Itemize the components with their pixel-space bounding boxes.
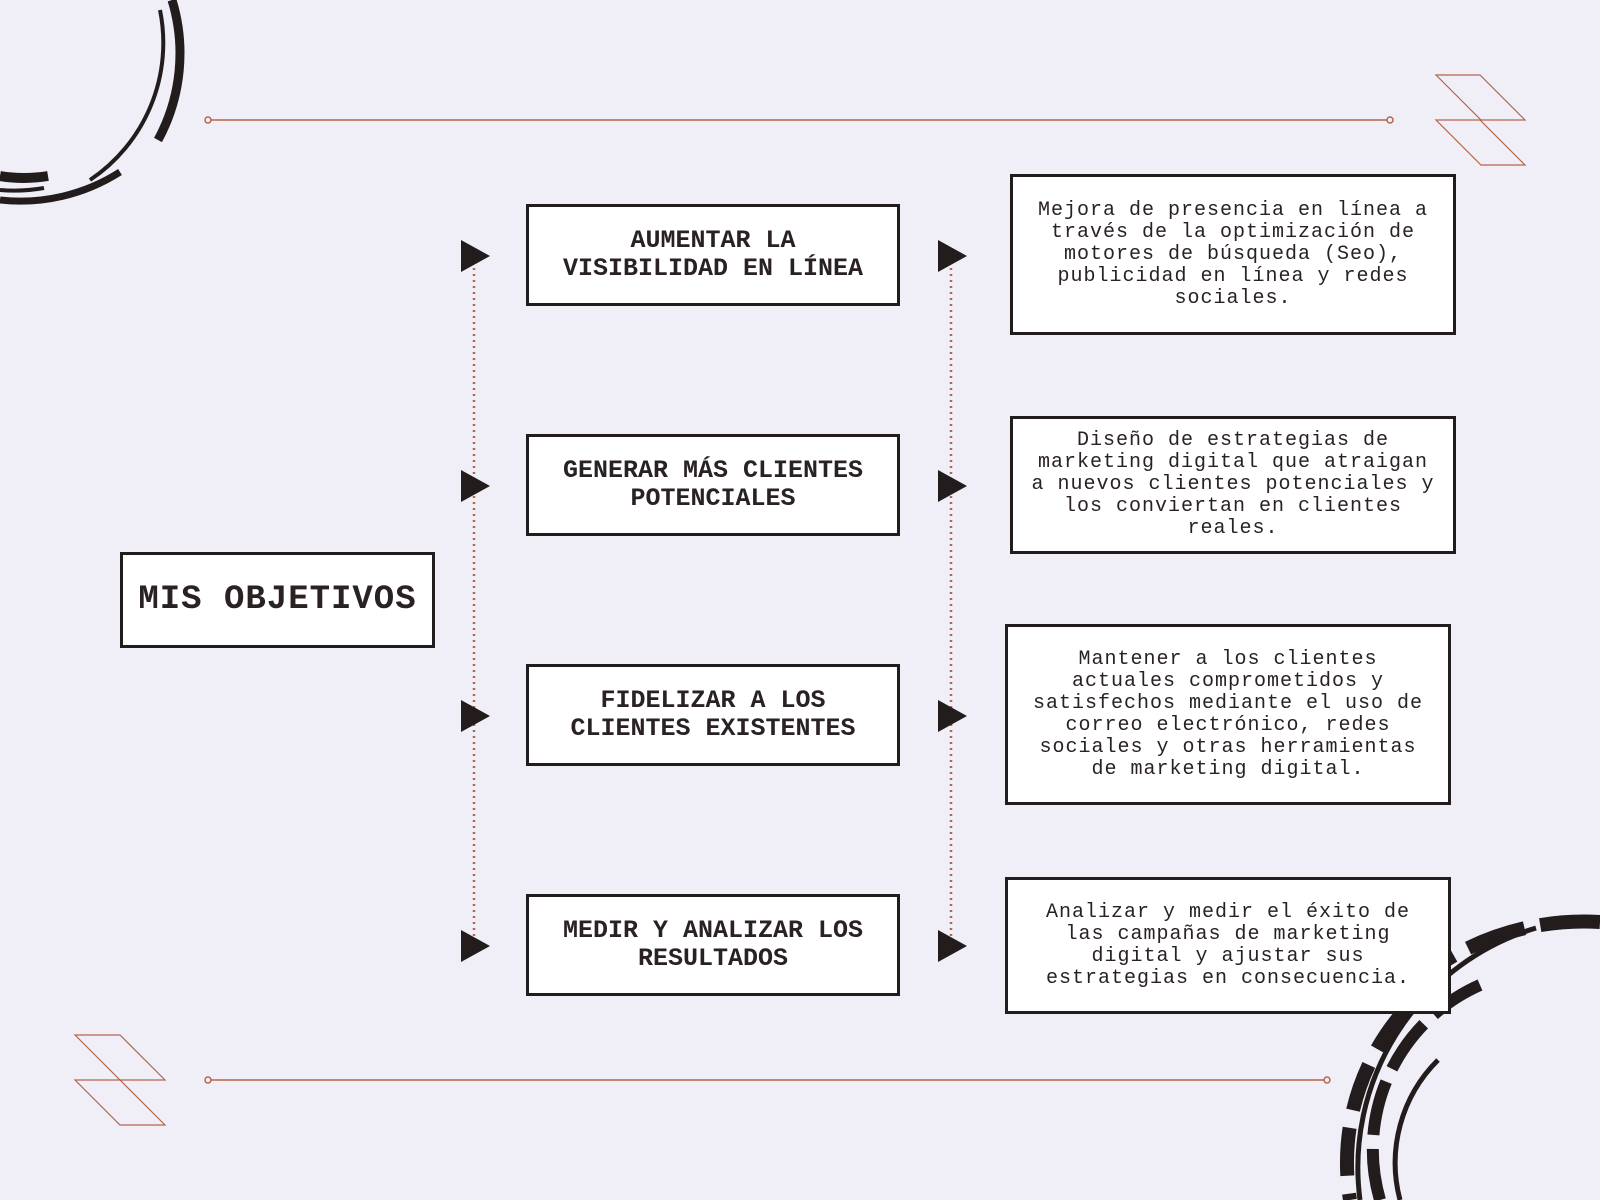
objective-box-3: FIDELIZAR A LOS CLIENTES EXISTENTES — [526, 664, 900, 766]
description-box-1: Mejora de presencia en línea a través de… — [1010, 174, 1456, 335]
top-rule — [204, 116, 1394, 124]
top-left-ring-ornament — [0, 0, 185, 205]
arrow-right-4-icon — [938, 930, 967, 962]
description-box-3: Mantener a los clientes actuales comprom… — [1005, 624, 1451, 805]
top-right-parallelograms — [1434, 74, 1527, 166]
objective-description: Mejora de presencia en línea a través de… — [1037, 198, 1429, 310]
description-box-2: Diseño de estrategias de marketing digit… — [1010, 416, 1456, 554]
objective-box-1: AUMENTAR LA VISIBILIDAD EN LÍNEA — [526, 204, 900, 306]
bottom-rule — [204, 1076, 1331, 1084]
objective-description: Mantener a los clientes actuales comprom… — [1032, 647, 1424, 781]
arrow-left-3-icon — [461, 700, 490, 732]
arrow-right-2-icon — [938, 470, 967, 502]
objective-title: GENERAR MÁS CLIENTES POTENCIALES — [562, 456, 864, 513]
bottom-left-parallelograms — [73, 1034, 167, 1126]
arrow-left-2-icon — [461, 470, 490, 502]
arrow-right-1-icon — [938, 240, 967, 272]
objective-box-2: GENERAR MÁS CLIENTES POTENCIALES — [526, 434, 900, 536]
objective-description: Analizar y medir el éxito de las campaña… — [1045, 900, 1411, 990]
arrow-right-3-icon — [938, 700, 967, 732]
central-node-label: MIS OBJETIVOS — [138, 581, 417, 619]
central-node: MIS OBJETIVOS — [120, 552, 435, 648]
objective-title: AUMENTAR LA VISIBILIDAD EN LÍNEA — [562, 226, 864, 283]
objective-description: Diseño de estrategias de marketing digit… — [1031, 429, 1435, 540]
objective-box-4: MEDIR Y ANALIZAR LOS RESULTADOS — [526, 894, 900, 996]
objective-title: FIDELIZAR A LOS CLIENTES EXISTENTES — [570, 686, 856, 743]
objective-title: MEDIR Y ANALIZAR LOS RESULTADOS — [562, 916, 864, 973]
arrow-left-1-icon — [461, 240, 490, 272]
arrow-left-4-icon — [461, 930, 490, 962]
description-box-4: Analizar y medir el éxito de las campaña… — [1005, 877, 1451, 1014]
